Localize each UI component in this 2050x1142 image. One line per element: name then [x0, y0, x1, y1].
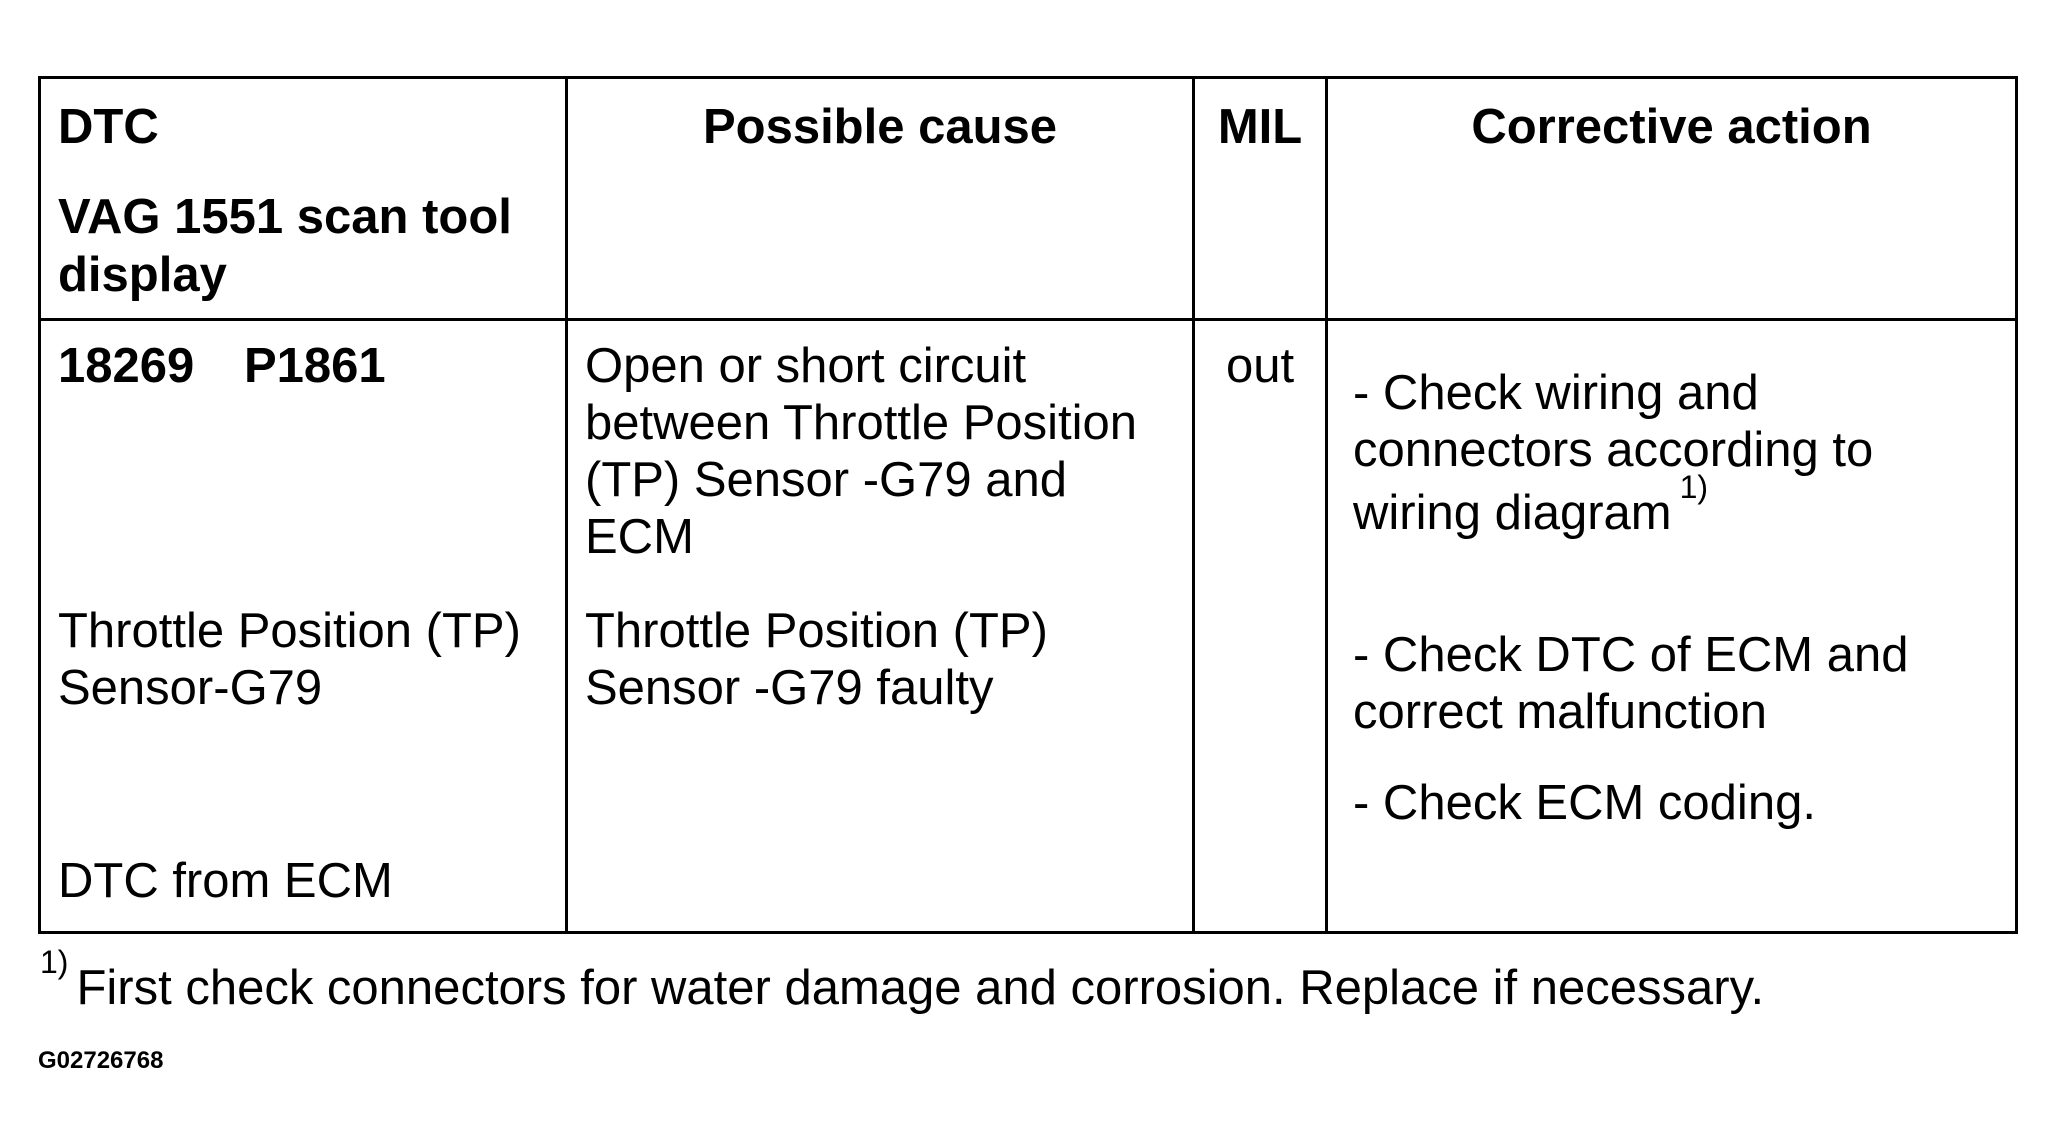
header-dtc-label: DTC: [58, 100, 159, 154]
header-action: Corrective action: [1325, 76, 2018, 321]
footnote-text: First check connectors for water damage …: [76, 961, 1765, 1015]
header-cause-label: Possible cause: [702, 100, 1058, 154]
cell-cause: Open or short circuit between Throttle P…: [565, 318, 1195, 934]
dtc-code-obd: P1861: [244, 339, 386, 393]
cause1-line4: ECM: [585, 510, 694, 564]
action1-line2: connectors according to: [1353, 423, 1874, 477]
action2-line2: correct malfunction: [1353, 685, 1767, 739]
dtc-desc-line2: Sensor-G79: [58, 661, 323, 715]
cell-action: - Check wiring and connectors according …: [1325, 318, 2018, 934]
cause2-line2: Sensor -G79 faulty: [585, 661, 994, 715]
cause1-line3: (TP) Sensor -G79 and: [585, 453, 1068, 507]
footnote: 1)First check connectors for water damag…: [40, 946, 1765, 1017]
table-row: 18269 P1861 Throttle Position (TP) Senso…: [38, 318, 2018, 934]
header-dtc: DTC VAG 1551 scan tool display: [38, 76, 568, 321]
header-dtc-sub-line1: VAG 1551 scan tool: [58, 190, 512, 244]
cell-mil: out: [1192, 318, 1328, 934]
image-id: G02726768: [38, 1047, 164, 1074]
dtc-desc-line1: Throttle Position (TP): [58, 604, 521, 658]
action2-line1: - Check DTC of ECM and: [1353, 628, 1909, 682]
action1-line3-text: wiring diagram: [1353, 486, 1672, 540]
action3: - Check ECM coding.: [1353, 776, 1816, 830]
header-mil: MIL: [1192, 76, 1328, 321]
action1-footnote-mark: 1): [1679, 468, 1709, 505]
cell-dtc: 18269 P1861 Throttle Position (TP) Senso…: [38, 318, 568, 934]
footnote-mark: 1): [40, 943, 69, 980]
table-header-row: DTC VAG 1551 scan tool display Possible …: [38, 76, 2018, 321]
header-mil-label: MIL: [1217, 100, 1303, 154]
header-action-label: Corrective action: [1471, 100, 1872, 154]
dtc-table: DTC VAG 1551 scan tool display Possible …: [38, 76, 2018, 934]
header-dtc-sub-line2: display: [58, 248, 227, 302]
mil-value: out: [1225, 339, 1295, 393]
action1-line1: - Check wiring and: [1353, 366, 1759, 420]
dtc-code-vag: 18269: [58, 339, 195, 393]
dtc-source: DTC from ECM: [58, 854, 393, 908]
cause1-line2: between Throttle Position: [585, 396, 1138, 450]
cause2-line1: Throttle Position (TP): [585, 604, 1048, 658]
header-cause: Possible cause: [565, 76, 1195, 321]
cause1-line1: Open or short circuit: [585, 339, 1027, 393]
